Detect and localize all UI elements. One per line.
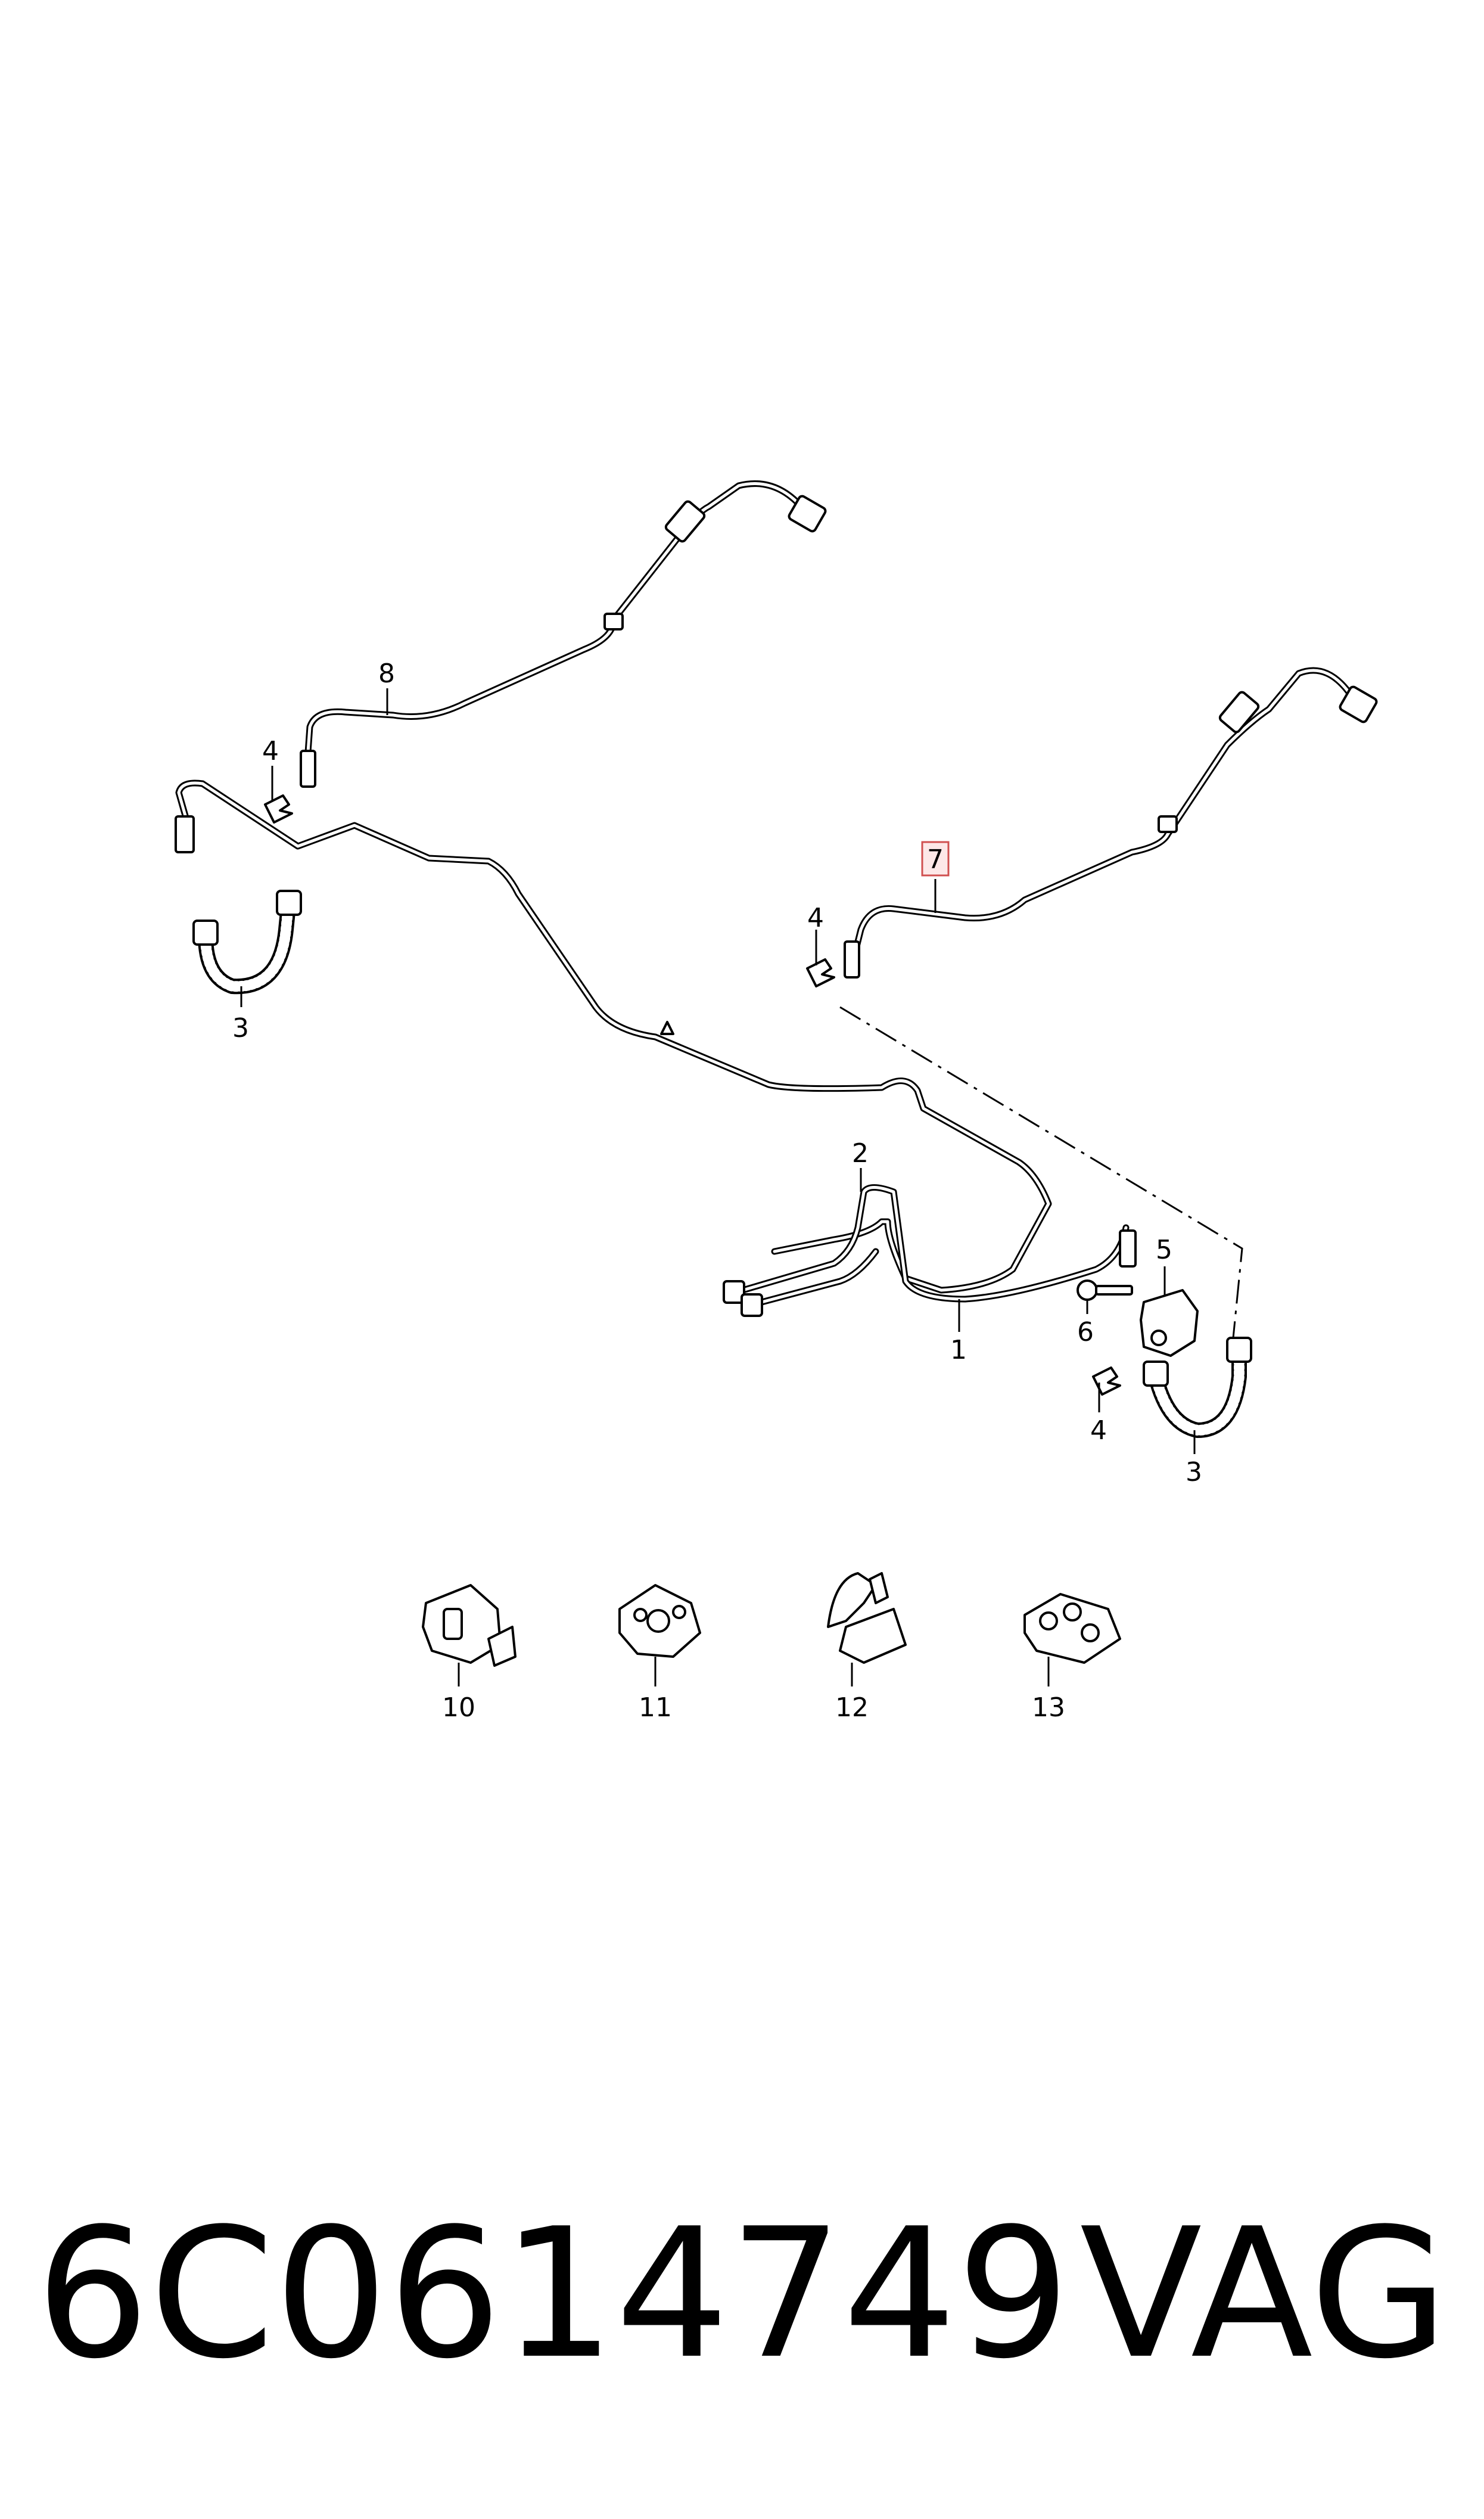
brake-line-1 <box>175 779 1052 1294</box>
callout-11: 11 <box>639 1692 672 1723</box>
brake-hose-3-right <box>1143 1337 1252 1439</box>
leader-lines <box>240 688 1196 1686</box>
clamp-11 <box>618 1584 701 1658</box>
brand-name: VAG <box>1079 2190 1448 2398</box>
callout-4-left: 4 <box>262 736 279 766</box>
callout-6: 6 <box>1077 1317 1094 1347</box>
callout-3-right: 3 <box>1186 1457 1202 1487</box>
callout-12: 12 <box>835 1692 869 1723</box>
callout-13: 13 <box>1032 1692 1065 1723</box>
clamp-10 <box>422 1584 517 1667</box>
callout-3-left: 3 <box>232 1013 249 1043</box>
clip-4-middle <box>806 958 835 987</box>
brake-line-2 <box>723 1184 1137 1317</box>
callout-7: 7 <box>927 844 944 875</box>
brake-hose-3-left <box>192 890 302 995</box>
callout-1: 1 <box>950 1335 967 1365</box>
bracket-5 <box>1140 1289 1199 1357</box>
clip-4-lower <box>1092 1366 1121 1396</box>
callout-2: 2 <box>852 1138 869 1169</box>
assembly-line <box>839 1006 1243 1338</box>
callout-8: 8 <box>378 659 395 689</box>
callout-7-highlight <box>921 841 950 877</box>
callout-5: 5 <box>1156 1235 1172 1265</box>
clamp-13 <box>1023 1593 1121 1664</box>
brake-line-8 <box>300 480 827 788</box>
callout-4-middle: 4 <box>807 903 824 933</box>
clamp-12 <box>827 1572 907 1664</box>
callout-10: 10 <box>442 1692 475 1723</box>
clip-4-left <box>264 794 293 824</box>
brake-line-7 <box>844 667 1378 979</box>
part-number: 6C0614749 <box>36 2190 1071 2398</box>
callout-4-lower: 4 <box>1090 1415 1107 1446</box>
bolt-6 <box>1077 1279 1133 1301</box>
